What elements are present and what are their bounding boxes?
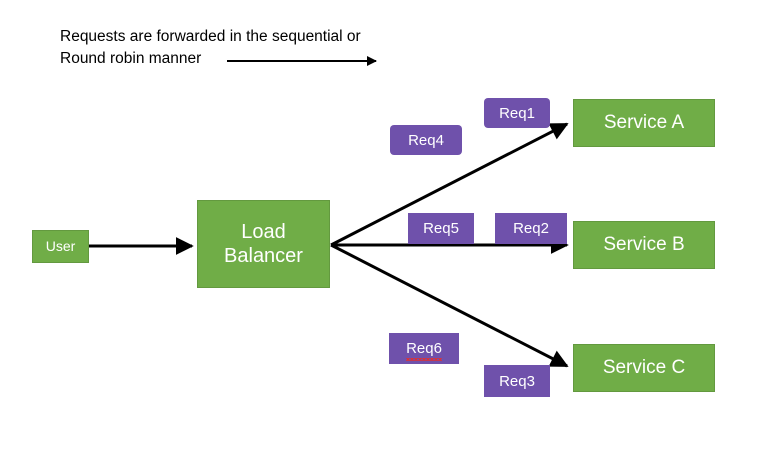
request-badge-req5[interactable]: Req5	[408, 213, 474, 244]
request-badge-req5-label: Req5	[423, 220, 459, 237]
node-load-balancer-label-line1: Load	[241, 221, 286, 243]
request-badge-req3-label: Req3	[499, 372, 535, 390]
node-load-balancer[interactable]: Load Balancer	[197, 200, 330, 288]
diagram-caption: Requests are forwarded in the sequential…	[60, 26, 361, 70]
caption-line-2: Round robin manner	[60, 50, 202, 67]
node-user[interactable]: User	[32, 230, 89, 263]
request-badge-req4[interactable]: Req4	[390, 125, 462, 155]
node-service-c[interactable]: Service C	[573, 344, 715, 392]
node-service-c-label: Service C	[602, 356, 686, 378]
node-service-b[interactable]: Service B	[573, 221, 715, 269]
request-badge-req6[interactable]: Req6	[389, 333, 459, 364]
request-badge-req2[interactable]: Req2	[495, 213, 567, 244]
request-badge-req1[interactable]: Req1	[484, 98, 550, 128]
node-service-a[interactable]: Service A	[573, 99, 715, 147]
node-load-balancer-label-line2: Balancer	[224, 245, 303, 267]
node-service-b-label: Service B	[603, 233, 685, 255]
request-badge-req6-label: Req6	[406, 340, 442, 361]
caption-line-1: Requests are forwarded in the sequential…	[60, 28, 361, 45]
request-badge-req2-label: Req2	[513, 220, 549, 237]
node-service-a-label: Service A	[603, 111, 685, 133]
node-user-label: User	[45, 238, 76, 255]
request-badge-req3[interactable]: Req3	[484, 365, 550, 397]
request-badge-req4-label: Req4	[408, 131, 444, 149]
request-badge-req1-label: Req1	[499, 104, 535, 122]
